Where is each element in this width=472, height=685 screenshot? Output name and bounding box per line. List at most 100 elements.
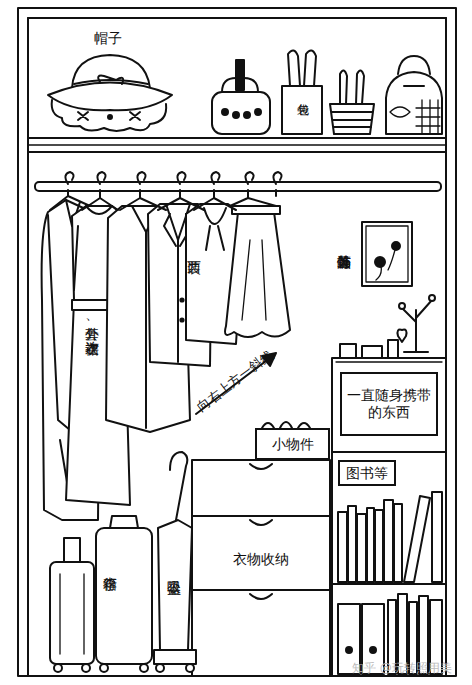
hangers	[158, 172, 204, 210]
books-label: 图书等	[338, 460, 396, 486]
basket-bag	[330, 104, 374, 134]
books	[338, 512, 347, 582]
shoulder-bag	[386, 56, 442, 134]
books	[394, 504, 402, 582]
handbag	[233, 112, 239, 118]
hat	[48, 83, 172, 111]
books	[357, 514, 366, 582]
suitcases	[60, 574, 84, 654]
suitcases	[50, 516, 152, 672]
books	[375, 510, 383, 582]
hat	[74, 80, 148, 84]
picture-frame	[366, 226, 408, 282]
drawer-unit	[192, 460, 330, 676]
watermark: 知乎 @玩转照用美	[352, 660, 452, 676]
box-text: 一直随身携带的东西	[342, 387, 436, 421]
handbag	[236, 60, 244, 90]
top-shelf	[28, 138, 446, 152]
drawer-unit	[250, 464, 272, 469]
jars	[340, 344, 356, 358]
jewelry-stand	[429, 295, 435, 301]
hat	[48, 55, 172, 131]
suitcases	[96, 528, 152, 664]
closet-frame	[18, 8, 456, 676]
suitcase-label: 行李箱	[102, 566, 118, 626]
handbag	[255, 109, 261, 115]
hanging-rail	[35, 182, 441, 191]
hangers	[194, 172, 236, 210]
belted-coat	[145, 232, 147, 428]
books	[370, 647, 376, 653]
top-shelf	[28, 144, 446, 145]
jewelry-stand	[398, 295, 436, 352]
shoulder-bag	[398, 56, 430, 74]
vacuum-cleaner	[170, 452, 187, 520]
closet-frame	[27, 18, 29, 676]
hangers	[50, 172, 90, 210]
right-cabinet	[336, 361, 442, 362]
box-text: 衣物收纳	[233, 551, 289, 568]
vacuum-cleaner	[186, 664, 194, 672]
suit	[180, 318, 183, 321]
hangers	[120, 172, 166, 210]
books	[367, 508, 374, 582]
hat	[98, 76, 123, 84]
vacuum-cleaner	[154, 452, 196, 672]
vacuum-cleaner	[158, 520, 192, 650]
vacuum-cleaner	[154, 650, 196, 664]
hat	[108, 115, 112, 119]
closet-frame	[18, 8, 456, 676]
shoulder-bag	[390, 107, 410, 117]
suitcases	[64, 538, 80, 562]
clothes-drawer: 衣物收纳	[193, 530, 329, 588]
tote-bag	[304, 50, 316, 86]
skirt	[232, 206, 280, 214]
right-cabinet	[332, 358, 446, 676]
drawer-unit	[250, 594, 272, 599]
picture-frame	[376, 246, 396, 280]
books	[432, 492, 442, 582]
books	[338, 492, 442, 674]
shoulder-bag	[404, 85, 424, 87]
small-items-basket: 小物件	[255, 428, 330, 460]
books	[384, 500, 393, 582]
dress	[86, 206, 112, 214]
hat	[52, 100, 166, 131]
right-cabinet	[332, 358, 446, 676]
jars	[362, 346, 382, 358]
handbag	[212, 60, 270, 134]
jars	[340, 340, 398, 358]
jars	[388, 340, 398, 358]
jewelry-label: 首饰等装饰品	[336, 244, 352, 344]
tote-bag	[288, 50, 300, 86]
jewelry-stand	[399, 303, 405, 309]
vacuum-cleaner	[156, 664, 164, 672]
suitcases	[82, 664, 90, 672]
box-text: 小物件	[272, 436, 314, 453]
drawer-unit	[250, 520, 272, 525]
suitcases	[100, 664, 108, 672]
drawer-unit	[192, 515, 330, 517]
right-cabinet	[332, 583, 446, 585]
right-cabinet	[332, 451, 446, 453]
suitcases	[110, 516, 138, 528]
hangers	[230, 172, 276, 206]
tote-bag	[282, 86, 322, 134]
hat-label: 帽子	[94, 30, 122, 46]
hat	[78, 112, 140, 120]
hangers	[82, 172, 118, 210]
skirt	[225, 206, 290, 337]
drawer-unit	[192, 460, 330, 676]
box-text: 图书等	[346, 465, 388, 482]
jewelry-stand	[404, 351, 428, 353]
coat-dress-label: 外套、连衣裙	[84, 316, 100, 362]
tote-bag	[282, 50, 322, 134]
closet-frame	[28, 17, 446, 19]
vacuum-label: 吸尘器	[166, 570, 182, 630]
handbag	[244, 112, 250, 118]
blouse	[204, 208, 226, 224]
shoulder-bag	[386, 72, 442, 134]
suitcases	[140, 664, 148, 672]
skirt	[242, 240, 266, 320]
